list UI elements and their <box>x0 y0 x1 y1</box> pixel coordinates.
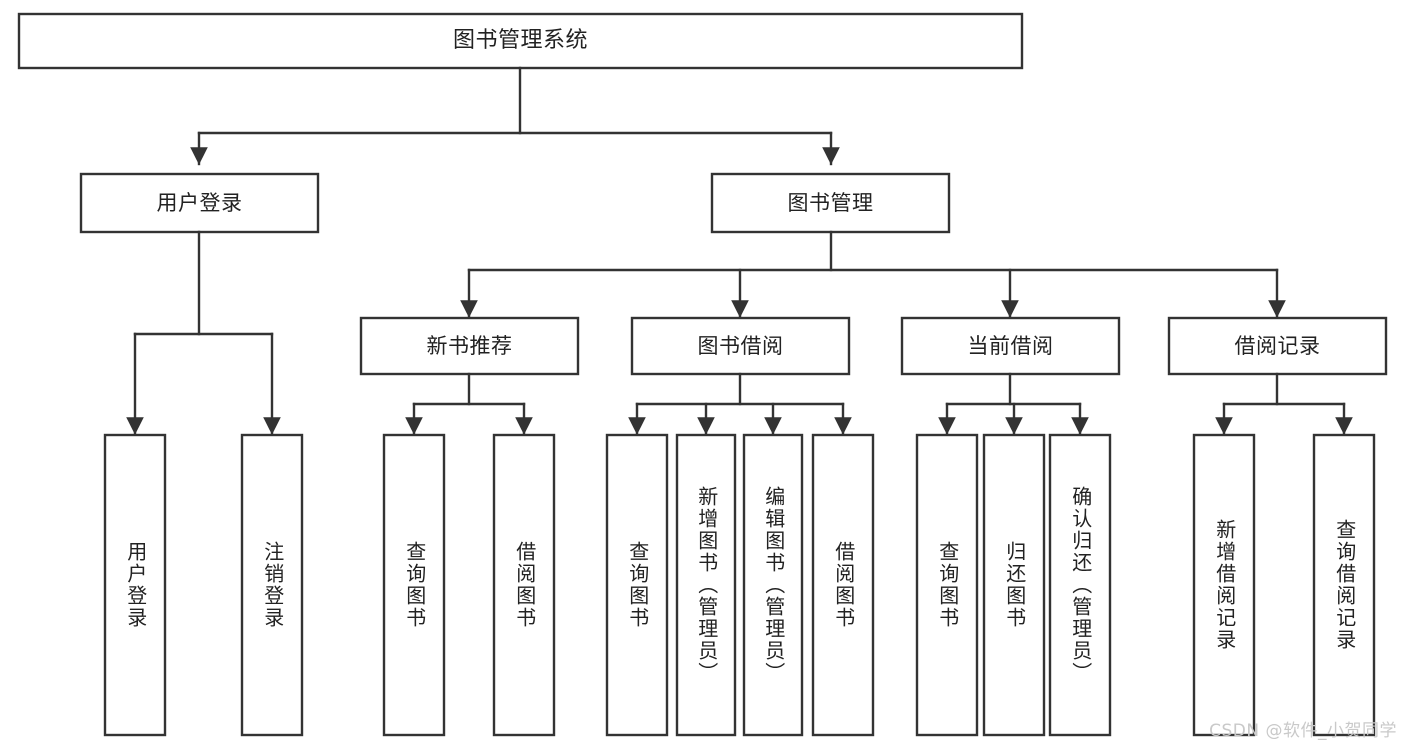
node-box-book-manage[interactable] <box>710 172 951 234</box>
node-box-leaf-current-borrow-0[interactable] <box>915 433 979 737</box>
node-box-leaf-book-borrow-3[interactable] <box>811 433 875 737</box>
node-box-leaf-new-book-rec-0[interactable] <box>382 433 446 737</box>
node-box-root[interactable] <box>17 12 1024 70</box>
node-box-leaf-current-borrow-2[interactable] <box>1048 433 1112 737</box>
node-box-leaf-book-borrow-2[interactable] <box>742 433 804 737</box>
node-box-leaf-user-login-0[interactable] <box>103 433 167 737</box>
node-box-current-borrow[interactable] <box>900 316 1121 376</box>
node-box-leaf-new-book-rec-1[interactable] <box>492 433 556 737</box>
node-box-borrow-record[interactable] <box>1167 316 1388 376</box>
node-box-leaf-book-borrow-0[interactable] <box>605 433 669 737</box>
node-box-leaf-current-borrow-1[interactable] <box>982 433 1046 737</box>
node-box-user-login[interactable] <box>79 172 320 234</box>
node-box-leaf-book-borrow-1[interactable] <box>675 433 737 737</box>
node-box-leaf-borrow-record-0[interactable] <box>1192 433 1256 737</box>
watermark-text: CSDN @软件_小贺同学 <box>1209 721 1397 741</box>
node-box-leaf-borrow-record-1[interactable] <box>1312 433 1376 737</box>
node-box-leaf-user-login-1[interactable] <box>240 433 304 737</box>
node-box-new-book-rec[interactable] <box>359 316 580 376</box>
node-box-book-borrow[interactable] <box>630 316 851 376</box>
